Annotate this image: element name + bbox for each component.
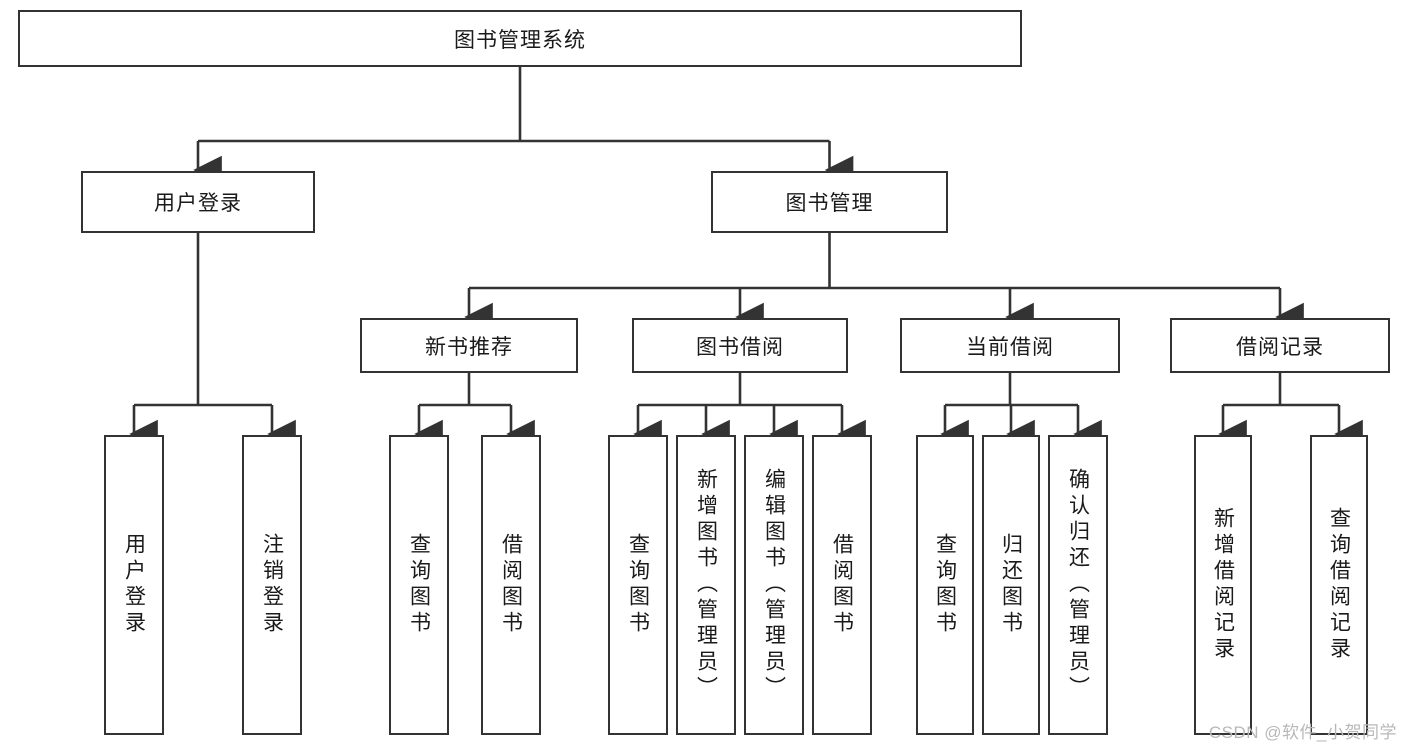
node-label: 图书管理系统: [454, 28, 586, 52]
node-label: 确认归还（管理员）: [1066, 468, 1090, 702]
node-leaf-logout[interactable]: 注销登录: [242, 435, 302, 735]
csdn-watermark: CSDN @软件_小贺同学: [1208, 723, 1397, 742]
node-label: 借阅图书: [830, 533, 854, 637]
node-borrow-record[interactable]: 借阅记录: [1170, 318, 1390, 373]
node-new-book-rec[interactable]: 新书推荐: [360, 318, 578, 373]
node-label: 新增图书（管理员）: [694, 468, 718, 702]
node-label: 查询图书: [933, 533, 957, 637]
node-label: 借阅图书: [499, 533, 523, 637]
node-label: 归还图书: [999, 533, 1023, 637]
node-label: 查询借阅记录: [1327, 507, 1351, 663]
node-leaf-borrow-1[interactable]: 借阅图书: [481, 435, 541, 735]
node-label: 查询图书: [626, 533, 650, 637]
node-label: 注销登录: [260, 533, 284, 637]
node-leaf-add-book[interactable]: 新增图书（管理员）: [676, 435, 736, 735]
node-current-borrow[interactable]: 当前借阅: [900, 318, 1120, 373]
node-leaf-return[interactable]: 归还图书: [982, 435, 1040, 735]
node-book-manage[interactable]: 图书管理: [711, 171, 948, 233]
node-user-login[interactable]: 用户登录: [81, 171, 315, 233]
node-leaf-borrow-2[interactable]: 借阅图书: [812, 435, 872, 735]
node-leaf-query-1[interactable]: 查询图书: [389, 435, 449, 735]
node-leaf-query-3[interactable]: 查询图书: [916, 435, 974, 735]
node-leaf-confirm[interactable]: 确认归还（管理员）: [1048, 435, 1108, 735]
node-leaf-add-record[interactable]: 新增借阅记录: [1194, 435, 1252, 735]
node-label: 编辑图书（管理员）: [762, 468, 786, 702]
node-label: 图书管理: [785, 192, 874, 215]
node-book-borrow[interactable]: 图书借阅: [632, 318, 848, 373]
node-label: 查询图书: [407, 533, 431, 637]
node-label: 用户登录: [154, 192, 242, 215]
node-label: 用户登录: [122, 533, 146, 637]
node-label: 当前借阅: [966, 335, 1054, 359]
node-label: 借阅记录: [1236, 335, 1324, 359]
node-leaf-user-login[interactable]: 用户登录: [104, 435, 164, 735]
node-label: 新增借阅记录: [1211, 507, 1235, 663]
node-leaf-query-2[interactable]: 查询图书: [608, 435, 668, 735]
node-leaf-edit-book[interactable]: 编辑图书（管理员）: [744, 435, 804, 735]
node-label: 图书借阅: [696, 335, 784, 359]
node-root[interactable]: 图书管理系统: [18, 10, 1022, 67]
node-label: 新书推荐: [425, 335, 513, 359]
node-leaf-qry-record[interactable]: 查询借阅记录: [1310, 435, 1368, 735]
